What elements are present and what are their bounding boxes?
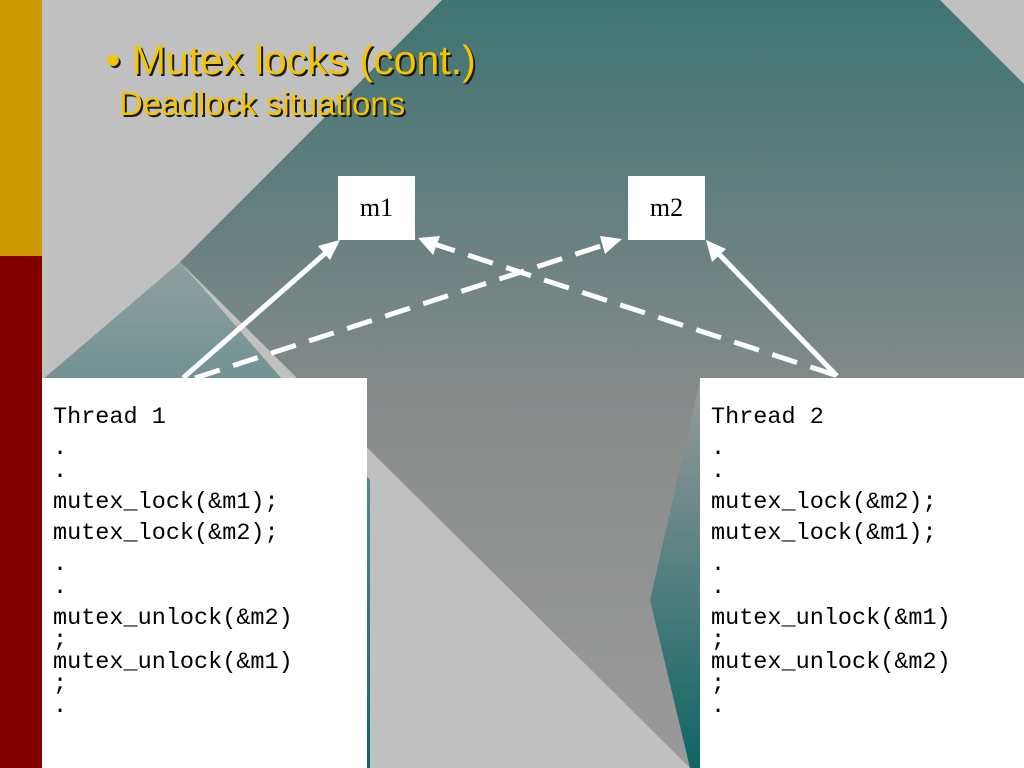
side-bar-gold <box>0 0 42 256</box>
thread1-code-box: Thread 1 . . mutex_lock(&m1); mutex_lock… <box>42 378 367 768</box>
thread2-line: . <box>711 693 726 720</box>
title-main: • Mutex locks (cont.) <box>106 37 476 83</box>
mutex-m1-label: m1 <box>359 193 394 222</box>
thread2-line: mutex_lock(&m1); <box>711 520 937 547</box>
thread1-line: . <box>53 435 68 462</box>
thread2-line: mutex_lock(&m2); <box>711 489 937 516</box>
thread1-line: . <box>53 693 68 720</box>
thread2-line: . <box>711 574 726 601</box>
title-subtitle: Deadlock situations <box>119 85 406 122</box>
thread1-line: mutex_unlock(&m1) <box>53 649 293 676</box>
thread2-line: mutex_unlock(&m1) <box>711 605 951 632</box>
mutex-m1-node: m1 <box>338 176 415 240</box>
thread1-line: mutex_unlock(&m2) <box>53 605 293 632</box>
side-bar-red <box>0 256 42 768</box>
thread2-line: Thread 2 <box>711 404 824 431</box>
thread1-line: mutex_lock(&m2); <box>53 520 279 547</box>
thread2-code-box: Thread 2 . . mutex_lock(&m2); mutex_lock… <box>700 378 1024 768</box>
thread1-line: mutex_lock(&m1); <box>53 489 279 516</box>
thread2-line: mutex_unlock(&m2) <box>711 649 951 676</box>
thread1-line: . <box>53 551 68 578</box>
thread2-line: . <box>711 551 726 578</box>
mutex-m2-label: m2 <box>649 193 684 222</box>
thread1-line: Thread 1 <box>53 404 166 431</box>
thread2-line: . <box>711 435 726 462</box>
thread1-line: . <box>53 574 68 601</box>
mutex-m2-node: m2 <box>628 176 705 240</box>
thread2-line: . <box>711 458 726 485</box>
thread1-line: . <box>53 458 68 485</box>
slide-title: • Mutex locks (cont.) Deadlock situation… <box>106 37 476 122</box>
